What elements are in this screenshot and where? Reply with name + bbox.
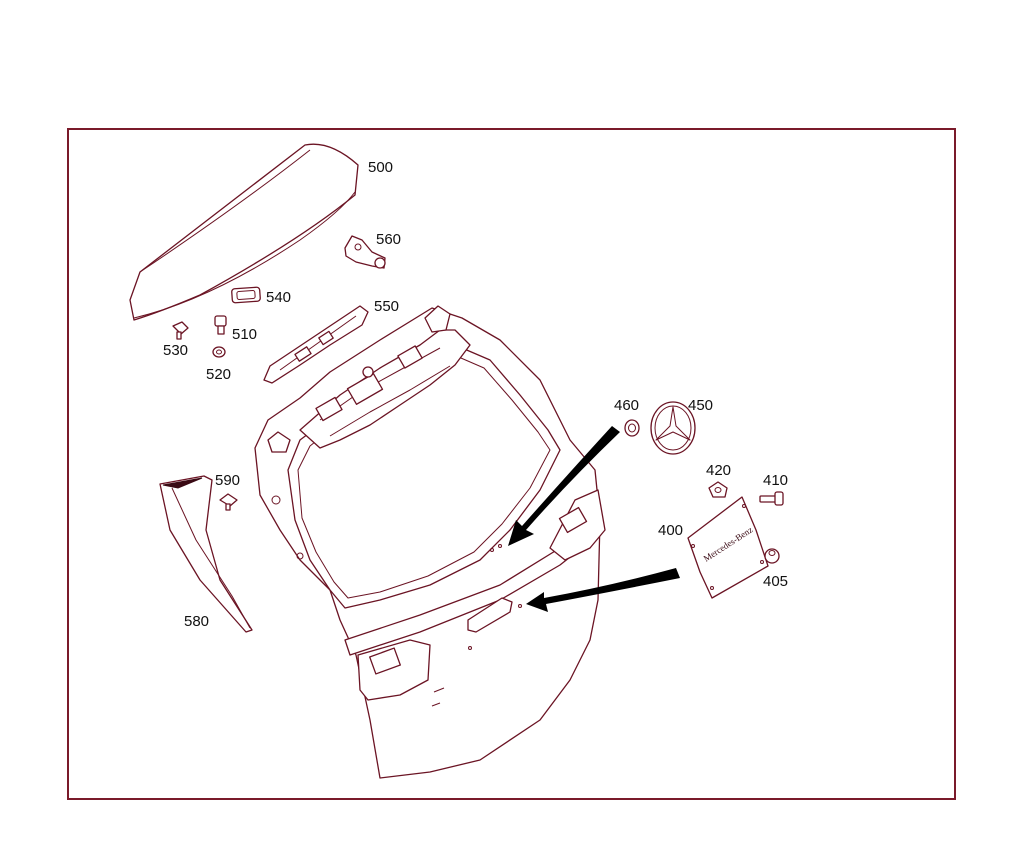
part-560-bracket bbox=[344, 235, 386, 269]
callout-590: 590 bbox=[215, 472, 240, 489]
part-580-side-trim bbox=[159, 475, 253, 633]
callout-550: 550 bbox=[374, 298, 399, 315]
part-520-nut bbox=[212, 346, 226, 358]
arrow-plate-to-tailgate bbox=[526, 568, 680, 612]
part-405-cap bbox=[764, 548, 780, 564]
callout-520: 520 bbox=[206, 366, 231, 383]
part-400-plate-base: Mercedes-Benz bbox=[687, 496, 769, 599]
part-500-spoiler bbox=[129, 143, 359, 321]
callout-400: 400 bbox=[658, 522, 683, 539]
callout-500: 500 bbox=[368, 159, 393, 176]
part-590-clip bbox=[219, 493, 238, 511]
arrow-emblem-to-tailgate bbox=[508, 426, 620, 546]
callout-530: 530 bbox=[163, 342, 188, 359]
callout-450: 450 bbox=[688, 397, 713, 414]
part-tailgate bbox=[254, 305, 606, 779]
callout-580: 580 bbox=[184, 613, 209, 630]
diagram-frame bbox=[67, 128, 956, 800]
part-540-seal bbox=[231, 286, 261, 304]
part-550-brake-light bbox=[263, 305, 369, 384]
part-420-nut bbox=[708, 481, 728, 498]
callout-510: 510 bbox=[232, 326, 257, 343]
callout-540: 540 bbox=[266, 289, 291, 306]
part-410-bolt bbox=[759, 491, 784, 506]
callout-560: 560 bbox=[376, 231, 401, 248]
callout-460: 460 bbox=[614, 397, 639, 414]
part-460-grommet bbox=[624, 419, 640, 437]
part-510-clip bbox=[214, 315, 227, 335]
callout-420: 420 bbox=[706, 462, 731, 479]
callout-410: 410 bbox=[763, 472, 788, 489]
part-450-emblem bbox=[650, 401, 696, 455]
callout-405: 405 bbox=[763, 573, 788, 590]
part-530-screw bbox=[172, 321, 189, 340]
